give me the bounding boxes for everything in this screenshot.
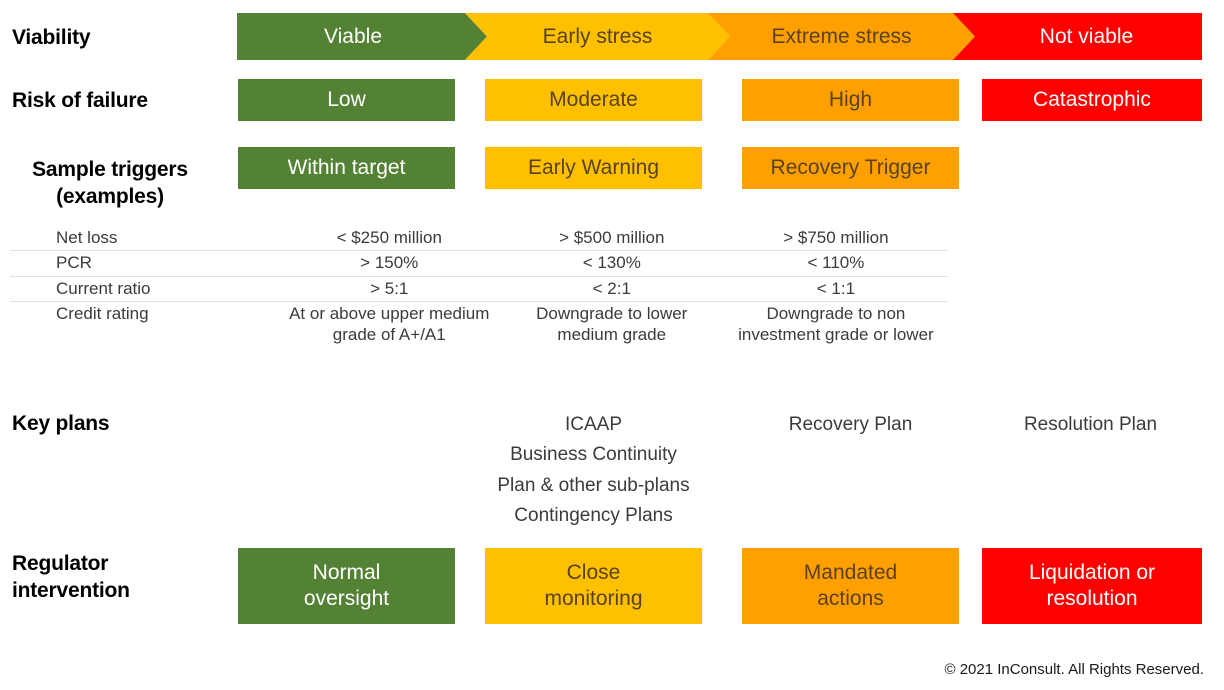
- trigger-metrics-table: Net loss < $250 million > $500 million >…: [10, 226, 948, 347]
- metric-value-pcr-extreme: < 110%: [723, 250, 948, 277]
- metric-value-current-ratio-extreme: < 1:1: [723, 276, 948, 302]
- metric-name-pcr: PCR: [10, 250, 279, 277]
- key-plans-resolution-plan: Resolution Plan: [1023, 414, 1158, 435]
- regulator-chip-close-monitoring-line1: Close: [566, 561, 621, 585]
- row-label-regulator-intervention: Regulator intervention: [12, 551, 212, 605]
- viability-segment-not-viable-label: Not viable: [1039, 25, 1134, 48]
- risk-chip-moderate-label: Moderate: [549, 88, 638, 112]
- row-label-regulator-intervention-line1: Regulator: [12, 552, 109, 575]
- trigger-chip-early-warning[interactable]: Early Warning: [485, 147, 702, 189]
- metric-value-net-loss-extreme: > $750 million: [723, 226, 948, 252]
- metric-name-net-loss: Net loss: [10, 226, 279, 252]
- key-plans-contingency-plans: Contingency Plans: [514, 505, 673, 527]
- metric-name-credit-rating: Credit rating: [56, 303, 149, 323]
- key-plans-sub-plans: Plan & other sub-plans: [497, 474, 690, 496]
- key-plans-business-continuity: Business Continuity: [510, 444, 677, 466]
- row-label-risk-of-failure: Risk of failure: [12, 89, 148, 112]
- copyright-notice: © 2021 InConsult. All Rights Reserved.: [944, 661, 1204, 678]
- regulator-chip-liquidation-line1: Liquidation or: [1028, 561, 1156, 585]
- viability-segment-viable-label: Viable: [324, 25, 382, 48]
- regulator-chip-normal-oversight[interactable]: Normal oversight: [238, 548, 455, 624]
- row-label-regulator-intervention-line2: intervention: [12, 578, 130, 602]
- viability-segment-extreme-stress[interactable]: Extreme stress: [708, 13, 975, 60]
- risk-chip-low-label: Low: [327, 88, 366, 112]
- row-label-viability: Viability: [12, 26, 91, 49]
- viability-segment-not-viable[interactable]: Not viable: [953, 13, 1202, 60]
- viability-segment-extreme-stress-label: Extreme stress: [771, 25, 912, 48]
- regulator-chip-close-monitoring[interactable]: Close monitoring: [485, 548, 702, 624]
- trigger-chip-early-warning-label: Early Warning: [527, 156, 660, 180]
- metric-value-pcr-viable: > 150%: [278, 250, 500, 277]
- regulator-chip-liquidation-line2: resolution: [1046, 587, 1138, 610]
- trigger-chip-recovery-trigger[interactable]: Recovery Trigger: [742, 147, 959, 189]
- trigger-chip-within-target[interactable]: Within target: [238, 147, 455, 189]
- row-label-sample-triggers: Sample triggers (examples): [10, 157, 210, 211]
- key-plans-column-extreme-stress: Recovery Plan: [727, 410, 974, 440]
- risk-chip-moderate[interactable]: Moderate: [485, 79, 702, 121]
- risk-chip-low[interactable]: Low: [238, 79, 455, 121]
- metric-value-credit-rating-extreme: Downgrade to non investment grade or low…: [738, 303, 934, 344]
- viability-arrow-band: Viable Early stress Extreme stress Not v…: [237, 13, 1202, 60]
- row-label-key-plans: Key plans: [12, 412, 110, 435]
- regulator-chip-normal-oversight-line1: Normal: [312, 561, 381, 585]
- row-label-sample-triggers-line1: Sample triggers: [32, 158, 188, 181]
- risk-chip-high[interactable]: High: [742, 79, 959, 121]
- regulator-chip-mandated-actions-line1: Mandated: [803, 561, 898, 585]
- key-plans-recovery-plan: Recovery Plan: [788, 414, 913, 435]
- trigger-chip-within-target-label: Within target: [287, 156, 406, 180]
- key-plans-column-not-viable: Resolution Plan: [967, 410, 1214, 440]
- regulator-chip-liquidation-or-resolution[interactable]: Liquidation or resolution: [982, 548, 1202, 624]
- row-label-sample-triggers-line2: (examples): [56, 184, 164, 208]
- trigger-chip-recovery-trigger-label: Recovery Trigger: [770, 156, 931, 180]
- risk-chip-catastrophic[interactable]: Catastrophic: [982, 79, 1202, 121]
- regulator-chip-mandated-actions[interactable]: Mandated actions: [742, 548, 959, 624]
- metric-value-current-ratio-viable: > 5:1: [278, 276, 500, 302]
- risk-chip-catastrophic-label: Catastrophic: [1033, 88, 1151, 112]
- viability-segment-early-stress[interactable]: Early stress: [465, 13, 730, 60]
- table-row: Net loss < $250 million > $500 million >…: [10, 226, 948, 252]
- metric-value-net-loss-early: > $500 million: [499, 226, 724, 252]
- regulator-chip-close-monitoring-line2: monitoring: [544, 587, 643, 610]
- viability-segment-viable[interactable]: Viable: [237, 13, 487, 60]
- viability-segment-early-stress-label: Early stress: [542, 25, 653, 48]
- table-row: Current ratio > 5:1 < 2:1 < 1:1: [10, 276, 948, 302]
- regulator-chip-mandated-actions-line2: actions: [817, 587, 884, 610]
- metric-value-credit-rating-early: Downgrade to lower medium grade: [536, 303, 688, 344]
- metric-value-pcr-early: < 130%: [499, 250, 724, 277]
- regulator-chip-normal-oversight-line2: oversight: [303, 587, 390, 610]
- metric-value-credit-rating-viable: At or above upper medium grade of A+/A1: [289, 303, 490, 344]
- table-row: PCR > 150% < 130% < 110%: [10, 250, 948, 277]
- metric-value-current-ratio-early: < 2:1: [499, 276, 724, 302]
- key-plans-column-early-stress: ICAAP Business Continuity Plan & other s…: [470, 410, 717, 532]
- key-plans-icaap: ICAAP: [564, 414, 623, 435]
- table-row: Credit rating At or above upper medium g…: [10, 301, 948, 347]
- metric-name-current-ratio: Current ratio: [10, 276, 279, 302]
- metric-value-net-loss-viable: < $250 million: [278, 226, 500, 252]
- risk-chip-high-label: High: [828, 88, 873, 112]
